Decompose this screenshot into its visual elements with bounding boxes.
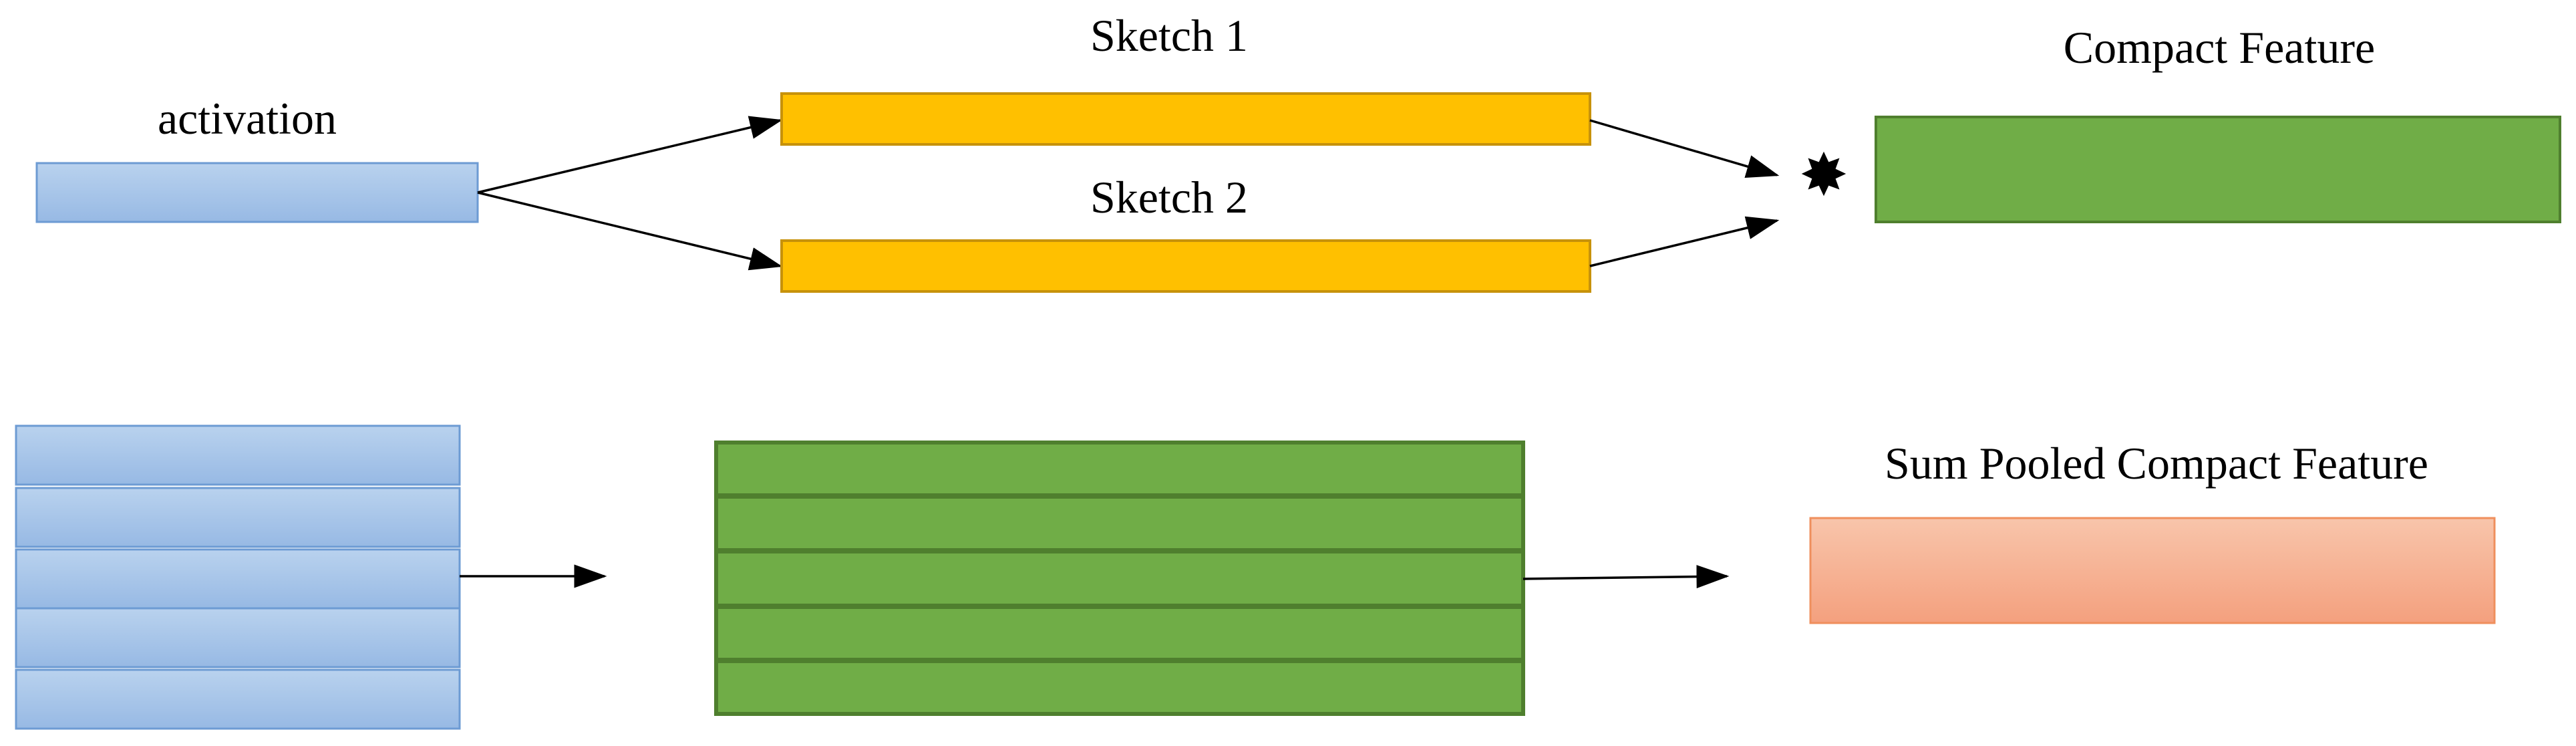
sketch-2-label: Sketch 2: [1090, 172, 1248, 223]
sketch-1-label: Sketch 1: [1090, 10, 1248, 61]
compact-feature-label: Compact Feature: [2064, 22, 2375, 73]
compact-feature-vector: [1875, 116, 2561, 223]
activation-stack-row: [15, 487, 461, 548]
sketch-1-vector: [780, 92, 1591, 146]
activation-vector: [35, 162, 479, 223]
compact-feature-stack: [714, 441, 1525, 716]
activation-stack: [15, 424, 461, 730]
sum-pooled-compact-feature-label: Sum Pooled Compact Feature: [1885, 438, 2428, 489]
activation-stack-row: [15, 668, 461, 730]
arrow-activation-to-sketch-1: [477, 116, 783, 194]
compact-feature-stack-frame: [714, 441, 1525, 716]
activation-stack-row: [15, 548, 461, 610]
element-wise-product-icon: ✸: [1799, 140, 1848, 209]
arrow-sketch-2-to-product: [1589, 216, 1780, 267]
activation-label: activation: [158, 93, 337, 144]
sketch-2-vector: [780, 239, 1591, 293]
activation-stack-row: [15, 424, 461, 486]
activation-stack-row: [15, 607, 461, 668]
sum-pooled-compact-feature-vector: [1809, 517, 2496, 624]
arrow-features-to-sum-pool: [1522, 565, 1730, 589]
arrow-activation-to-sketch-2: [477, 191, 783, 271]
arrow-sketch-1-to-product: [1589, 119, 1780, 178]
